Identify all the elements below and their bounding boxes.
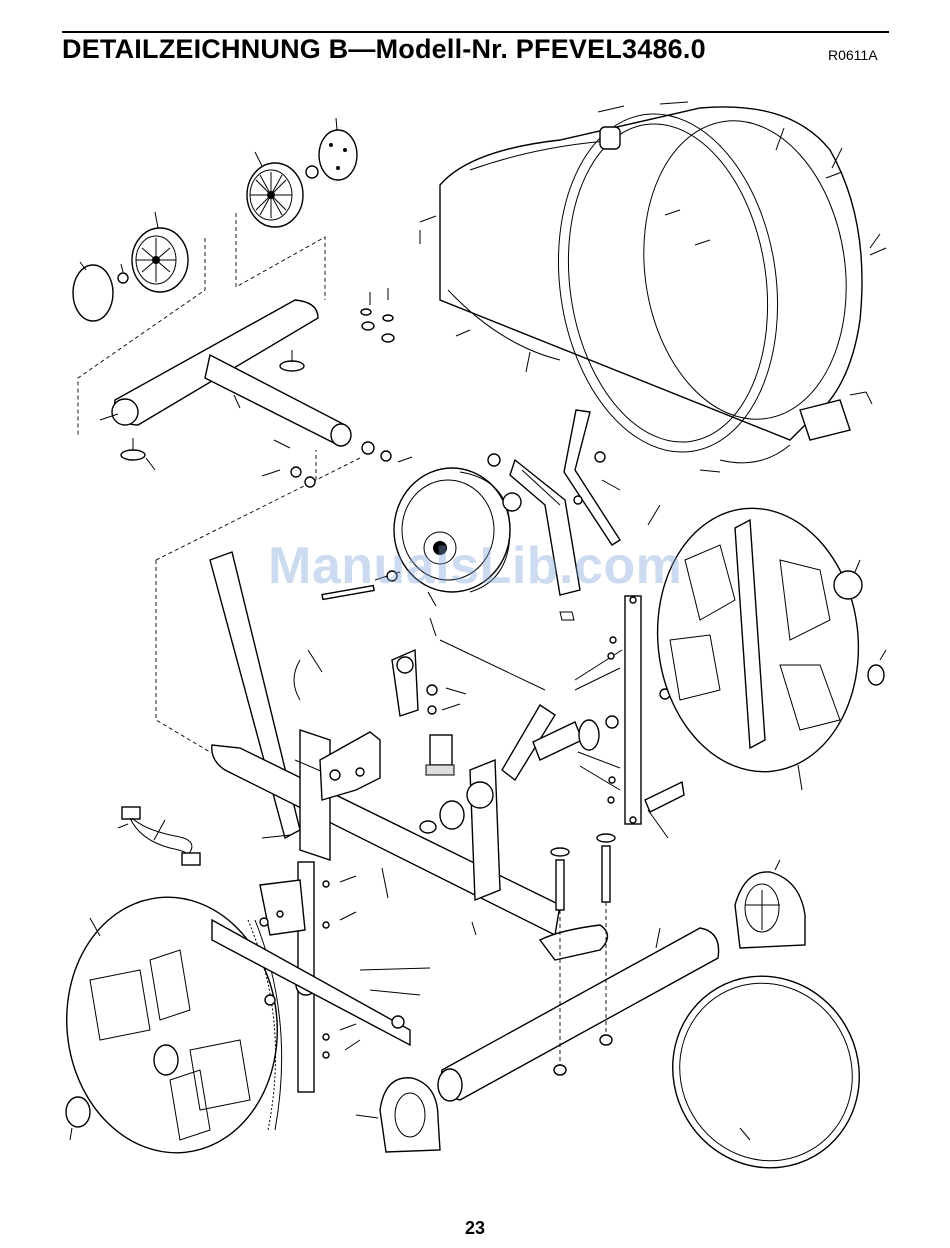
crank-axle [533,689,680,760]
left-disk-cap [66,1097,90,1140]
rear-dashed-guides [78,213,360,752]
wheel-cap-right [319,118,357,180]
end-cap-front-right [735,860,805,948]
wire-harness [118,807,200,865]
idler-arm [564,410,660,545]
wheel-right [247,152,303,227]
left-disk-cover [54,887,290,1164]
watermark: ManualsLib.com [268,536,682,596]
wheel-cap-left [73,262,113,321]
small-nut-left [118,264,128,283]
wheel-left [132,212,188,292]
rear-stabilizer [100,300,351,446]
page-number: 23 [0,1218,950,1239]
outer-shroud [440,100,865,467]
small-nut-right [306,166,318,178]
end-cap-front-left [356,1078,440,1152]
